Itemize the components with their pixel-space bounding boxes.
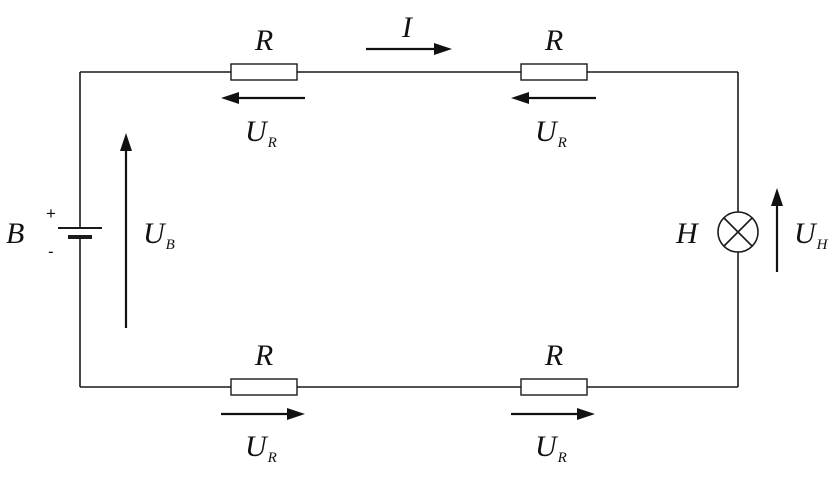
label-lamp-h: H bbox=[675, 217, 700, 250]
lamp-symbol bbox=[717, 211, 759, 253]
label-ur-bottom-left-sub: R bbox=[267, 450, 277, 466]
label-r-top-left: R bbox=[254, 24, 273, 57]
arrow-current bbox=[366, 43, 452, 55]
battery-plus-sign: + bbox=[46, 204, 56, 223]
label-r-bottom-left: R bbox=[254, 339, 273, 372]
label-ur-top-left-sub: R bbox=[267, 135, 277, 151]
label-current-i: I bbox=[401, 11, 414, 44]
label-ub: UB bbox=[143, 217, 175, 253]
label-ur-top-right-main: U bbox=[535, 115, 559, 148]
label-uh-sub: H bbox=[816, 237, 829, 253]
label-ur-bottom-right: UR bbox=[535, 430, 567, 466]
wires bbox=[79, 71, 739, 388]
label-ur-top-right-sub: R bbox=[557, 135, 567, 151]
label-ur-bottom-left-main: U bbox=[245, 430, 269, 463]
label-battery-b: B bbox=[6, 217, 24, 250]
label-ub-main: U bbox=[143, 217, 167, 250]
label-uh: UH bbox=[794, 217, 829, 253]
resistor-bottom-right bbox=[520, 378, 588, 396]
resistor-top-left bbox=[230, 63, 298, 81]
label-uh-main: U bbox=[794, 217, 818, 250]
battery-symbol: + - bbox=[46, 204, 102, 261]
arrow-ur-top-left bbox=[221, 92, 305, 104]
label-ur-bottom-left: UR bbox=[245, 430, 277, 466]
arrow-ur-top-right bbox=[511, 92, 596, 104]
label-ur-top-right: UR bbox=[535, 115, 567, 151]
arrow-uh bbox=[771, 188, 783, 272]
battery-minus-sign: - bbox=[48, 242, 54, 261]
resistor-top-right bbox=[520, 63, 588, 81]
resistor-bottom-left bbox=[230, 378, 298, 396]
arrow-ub bbox=[120, 133, 132, 328]
label-ur-top-left: UR bbox=[245, 115, 277, 151]
arrow-ur-bottom-right bbox=[511, 408, 595, 420]
lamp-cross-b bbox=[723, 217, 753, 247]
label-r-top-right: R bbox=[544, 24, 563, 57]
arrow-ur-bottom-left bbox=[221, 408, 305, 420]
label-r-bottom-right: R bbox=[544, 339, 563, 372]
label-ub-sub: B bbox=[166, 237, 175, 253]
label-ur-bottom-right-main: U bbox=[535, 430, 559, 463]
label-ur-top-left-main: U bbox=[245, 115, 269, 148]
label-ur-bottom-right-sub: R bbox=[557, 450, 567, 466]
